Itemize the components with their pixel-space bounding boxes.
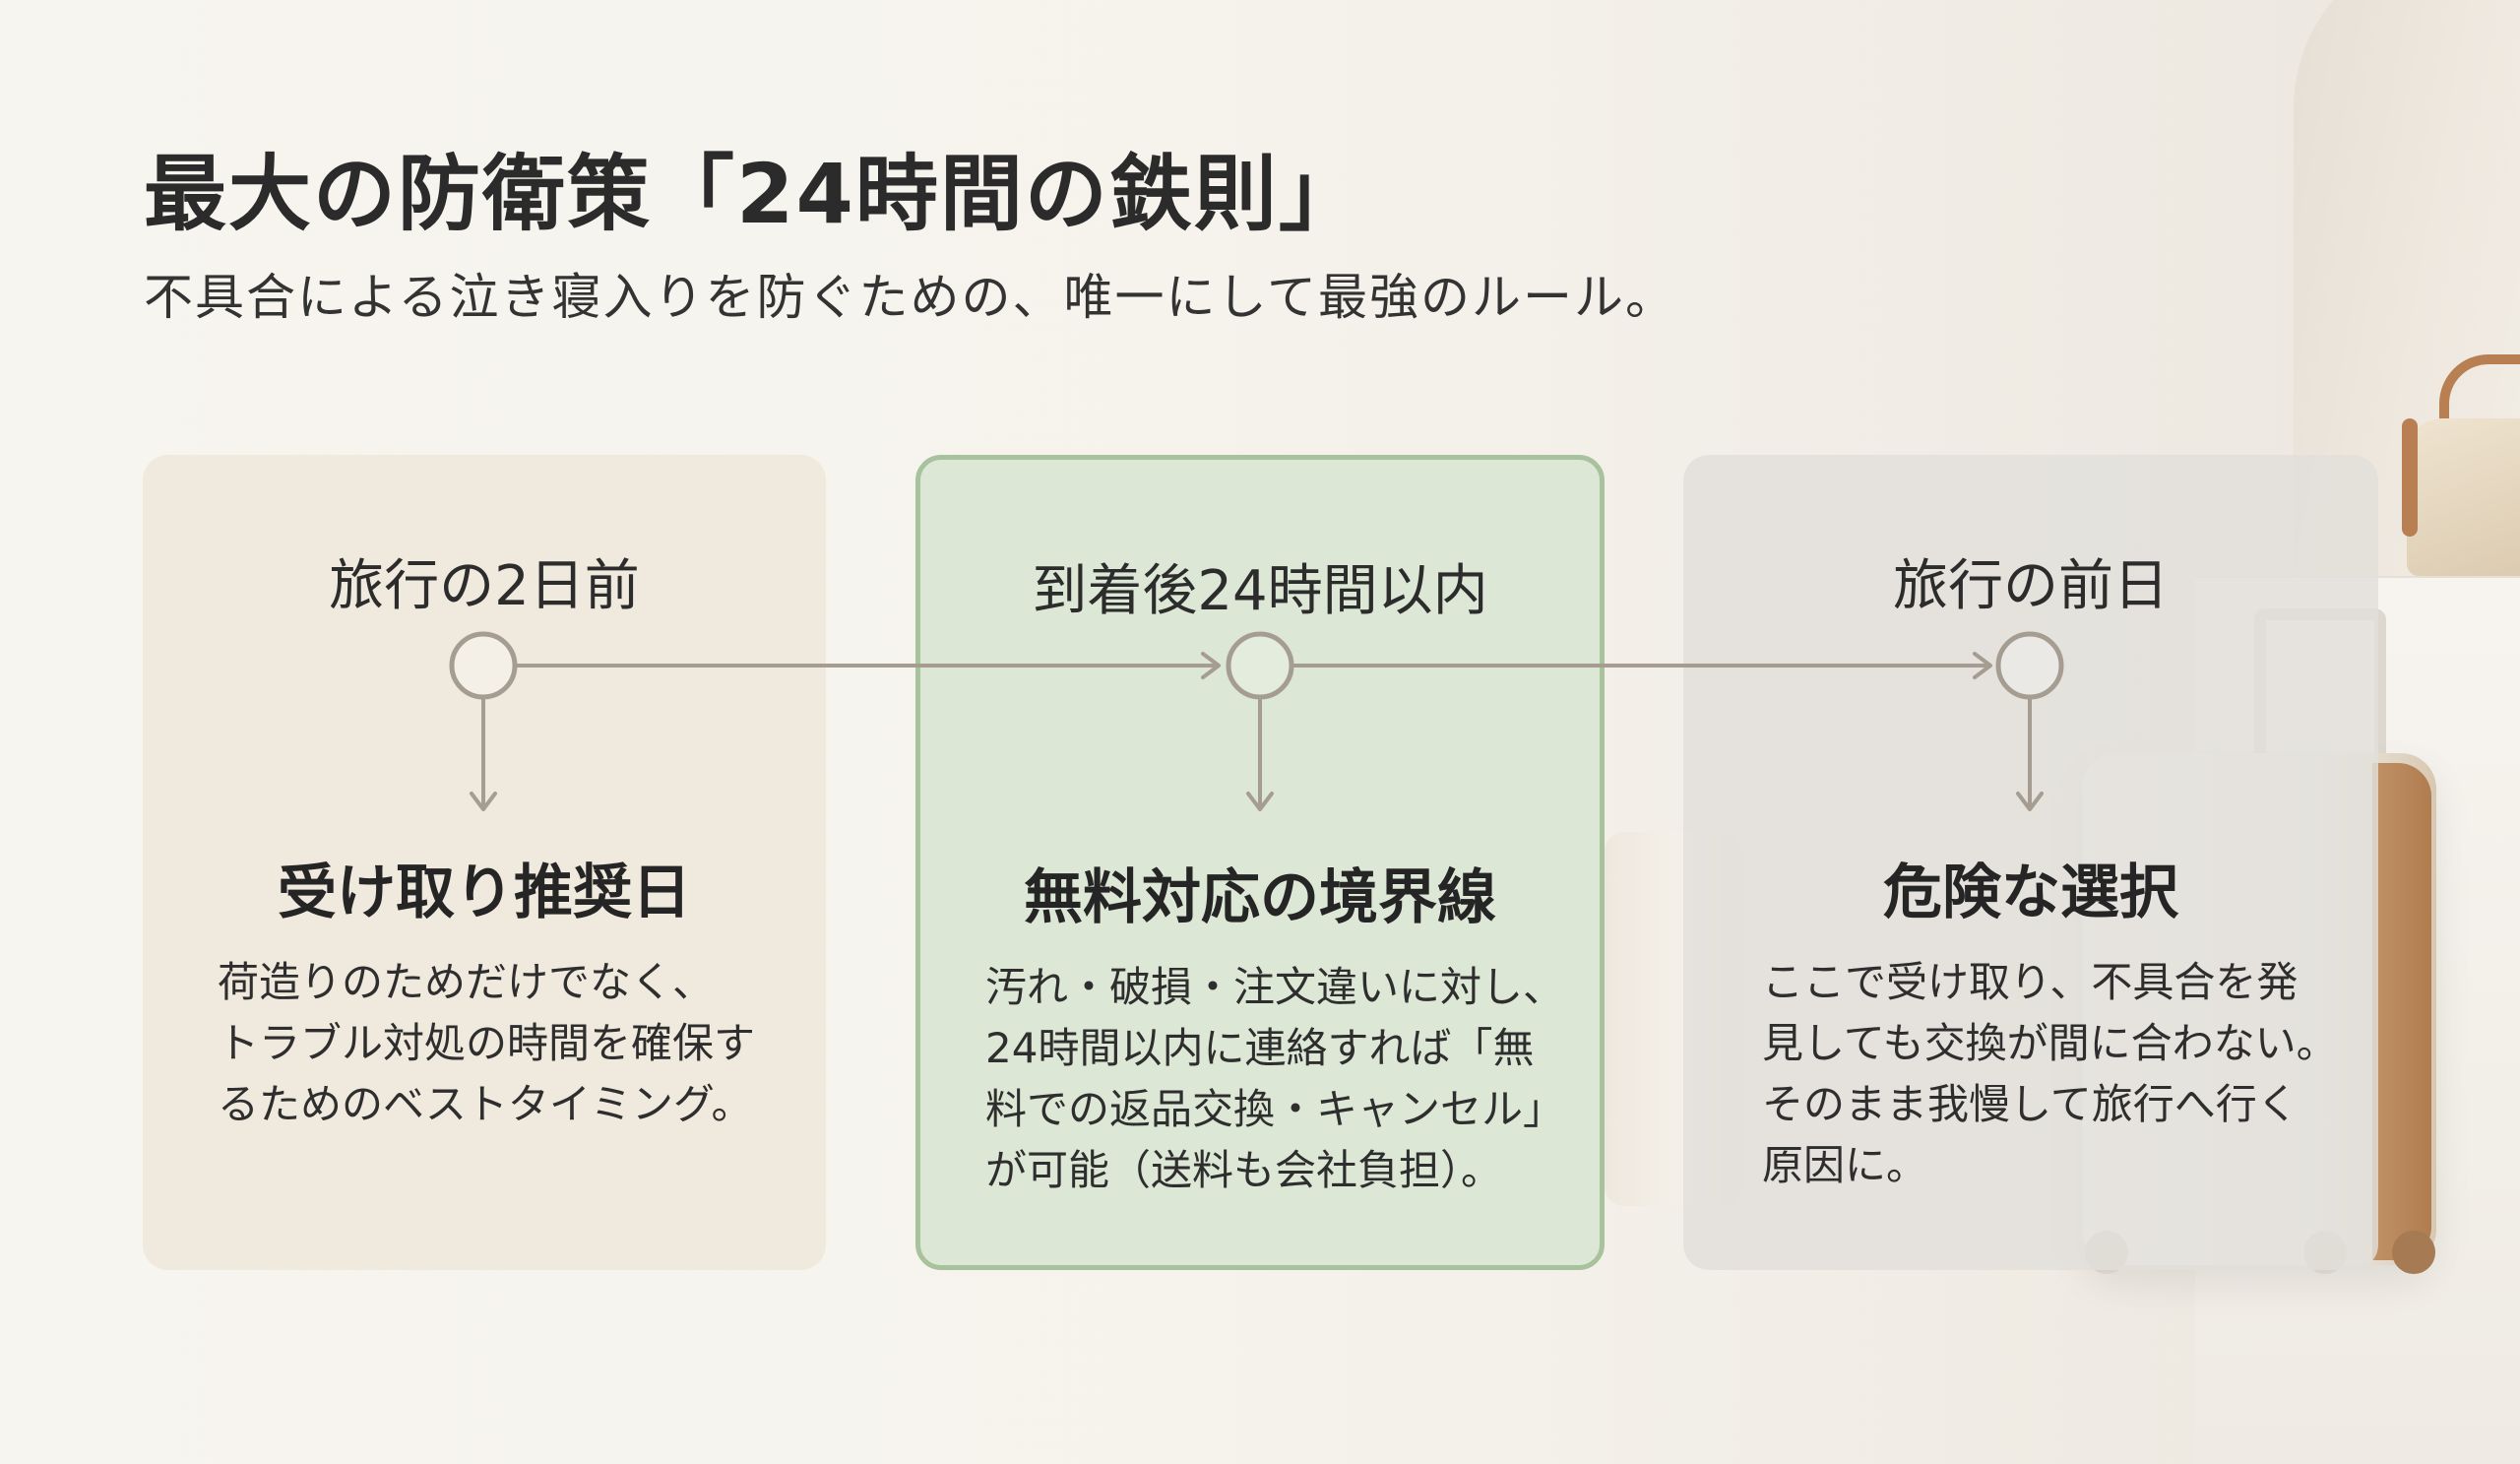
timeline-arrowhead: [1201, 652, 1221, 679]
step-description: ここで受け取り、不具合を発 見しても交換が間に合わない。 そのまま我慢して旅行へ…: [1762, 952, 2339, 1196]
step-card-within-24-hours: 到着後24時間以内 無料対応の境界線 汚れ・破損・注文違いに対し、 24時間以内…: [915, 455, 1605, 1270]
description-line: 見しても交換が間に合わない。: [1762, 1019, 2338, 1067]
description-line: トラブル対処の時間を確保す: [218, 1019, 756, 1067]
timeline-arrowhead: [1973, 652, 1992, 679]
step-label: 旅行の2日前: [329, 554, 640, 618]
description-line: 原因に。: [1762, 1141, 1928, 1189]
timeline: [449, 631, 2064, 811]
timeline-node: [449, 631, 518, 700]
description-line: 料での返品交換・キャンセル」: [985, 1085, 1565, 1133]
step-heading: 無料対応の境界線: [1024, 863, 1496, 932]
description-line: 24時間以内に連絡すれば「無: [985, 1024, 1535, 1072]
description-line: るためのベストタイミング。: [218, 1080, 753, 1128]
step-card-day-before: 旅行の前日 危険な選択 ここで受け取り、不具合を発 見しても交換が間に合わない。…: [1683, 455, 2378, 1270]
step-description: 荷造りのためだけでなく、 トラブル対処の時間を確保す るためのベストタイミング。: [218, 952, 787, 1135]
step-description: 汚れ・破損・注文違いに対し、 24時間以内に連絡すれば「無 料での返品交換・キャ…: [985, 957, 1565, 1201]
step-label: 到着後24時間以内: [1032, 559, 1488, 623]
step-down-arrowhead: [1246, 792, 1274, 811]
step-down-arrowhead: [470, 792, 497, 811]
step-label: 旅行の前日: [1893, 554, 2169, 618]
step-card-two-days-before: 旅行の2日前 受け取り推奨日 荷造りのためだけでなく、 トラブル対処の時間を確保…: [143, 455, 826, 1270]
description-line: ここで受け取り、不具合を発: [1762, 958, 2299, 1006]
page-subtitle: 不具合による泣き寝入りを防ぐための、唯一にして最強のルール。: [144, 269, 1676, 326]
description-line: 荷造りのためだけでなく、: [218, 958, 715, 1006]
description-line: が可能（送料も会社負担）。: [985, 1146, 1503, 1194]
description-line: 汚れ・破損・注文違いに対し、: [985, 963, 1565, 1011]
description-line: そのまま我慢して旅行へ行く: [1762, 1080, 2299, 1128]
step-heading: 受け取り推奨日: [278, 859, 691, 927]
timeline-node: [1226, 631, 1294, 700]
timeline-node: [1995, 631, 2064, 700]
page-title: 最大の防衛策「24時間の鉄則」: [144, 146, 1363, 242]
step-down-arrowhead: [2016, 792, 2044, 811]
step-heading: 危険な選択: [1883, 859, 2178, 927]
